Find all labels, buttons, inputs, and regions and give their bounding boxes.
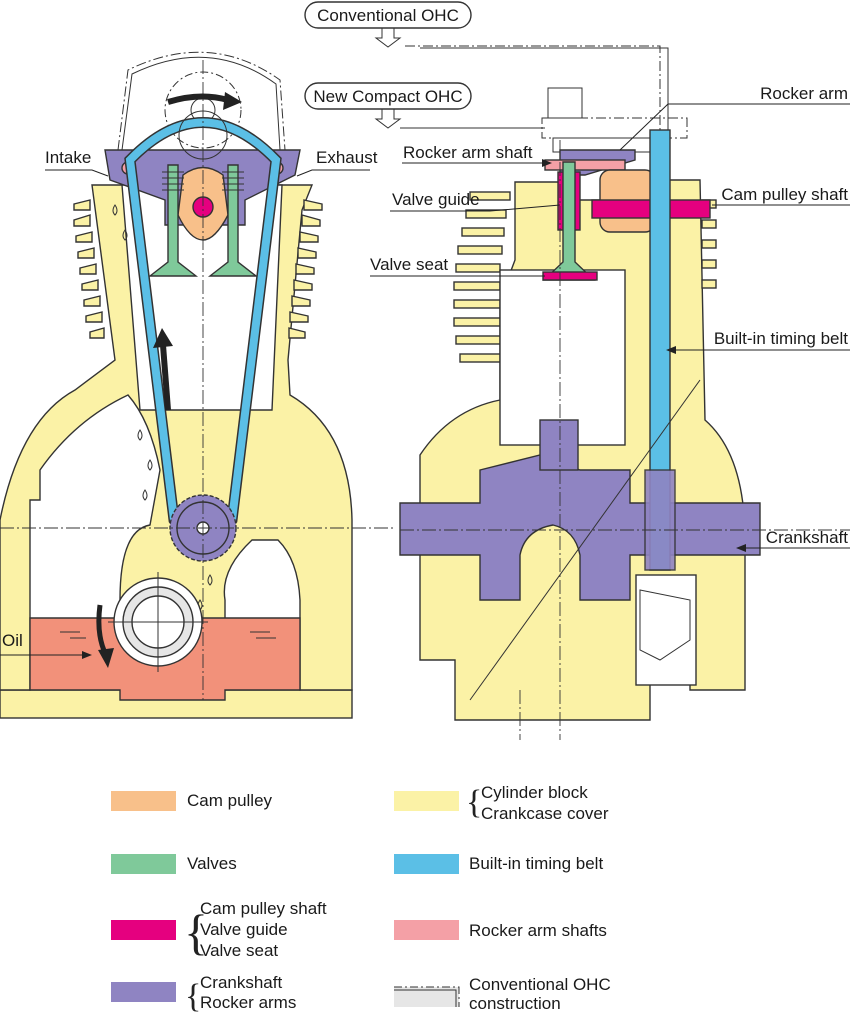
new-compact-ohc-callout: New Compact OHC — [304, 82, 545, 129]
right-cooling-fins — [288, 199, 323, 339]
legend-swatch-valves — [111, 854, 176, 874]
label-valve-seat: Valve seat — [370, 255, 448, 274]
motion-arrows — [96, 92, 242, 668]
legend-text-crankshaft: Crankshaft — [200, 973, 282, 992]
label-rocker-arm-shaft: Rocker arm shaft — [403, 143, 533, 162]
label-valve-guide: Valve guide — [392, 190, 480, 209]
legend-brace-magenta: { — [184, 904, 208, 960]
right-connecting-rod — [539, 419, 579, 471]
conventional-ohc-text: Conventional OHC — [317, 6, 459, 25]
label-intake: Intake — [45, 148, 91, 167]
section-diagonal — [469, 379, 701, 701]
legend-text-valve-seat: Valve seat — [200, 941, 278, 960]
left-front-section — [0, 51, 395, 719]
legend-swatch-conventional — [394, 986, 460, 1007]
new-compact-ohc-text: New Compact OHC — [313, 87, 462, 106]
exhaust-leader — [296, 169, 370, 177]
right-crank-pulley — [644, 469, 676, 571]
legend: Cam pulley { Cylinder block Crankcase co… — [111, 783, 611, 1013]
label-rocker-arm: Rocker arm — [760, 84, 848, 103]
intake-leader — [45, 169, 109, 177]
legend-brace-cylinder: { — [466, 784, 482, 821]
right-valve-seat — [542, 271, 598, 281]
legend-text-cam-pulley-shaft: Cam pulley shaft — [200, 899, 327, 918]
left-valves — [147, 164, 259, 277]
rocker-arm-leader — [619, 103, 850, 151]
legend-swatch-purple-parts — [111, 982, 176, 1002]
legend-text-timing-belt: Built-in timing belt — [469, 854, 603, 873]
legend-text-valves: Valves — [187, 854, 237, 873]
right-rocker-arm-shaft — [544, 159, 626, 171]
legend-text-cylinder-block: Cylinder block — [481, 783, 588, 802]
label-built-in-timing-belt: Built-in timing belt — [714, 329, 848, 348]
legend-brace-purple: { — [185, 978, 201, 1013]
label-oil: Oil — [2, 631, 23, 650]
legend-text-crankcase-cover: Crankcase cover — [481, 804, 609, 823]
legend-swatch-magenta-parts — [111, 920, 176, 940]
legend-text-construction: construction — [469, 994, 561, 1013]
valve-guide-leader — [390, 204, 561, 212]
legend-text-valve-guide: Valve guide — [200, 920, 288, 939]
right-cylinder-bore — [499, 269, 626, 446]
label-crankshaft: Crankshaft — [766, 528, 848, 547]
legend-text-cam-pulley: Cam pulley — [187, 791, 273, 810]
conventional-ohc-outline — [117, 51, 286, 151]
label-exhaust: Exhaust — [316, 148, 378, 167]
legend-swatch-timing-belt — [394, 854, 459, 874]
legend-text-rocker-shafts: Rocker arm shafts — [469, 921, 607, 940]
label-cam-pulley-shaft: Cam pulley shaft — [721, 185, 848, 204]
legend-swatch-rocker-shafts — [394, 920, 459, 940]
right-side-section — [370, 87, 850, 740]
legend-swatch-cylinder-block — [394, 791, 459, 811]
oil-slinger — [108, 572, 208, 672]
legend-text-conventional-ohc: Conventional OHC — [469, 975, 611, 994]
legend-swatch-cam-pulley — [111, 791, 176, 811]
conventional-ohc-callout: Conventional OHC — [304, 1, 669, 150]
oil-droplets — [112, 204, 213, 611]
legend-text-rocker-arms: Rocker arms — [200, 993, 296, 1012]
diagram-labels: Intake Exhaust Oil Rocker arm Rocker arm… — [2, 84, 848, 650]
left-cooling-fins — [73, 199, 105, 339]
oil-surface-lines — [60, 631, 276, 639]
valve-springs — [162, 171, 244, 191]
right-governor — [635, 574, 697, 686]
